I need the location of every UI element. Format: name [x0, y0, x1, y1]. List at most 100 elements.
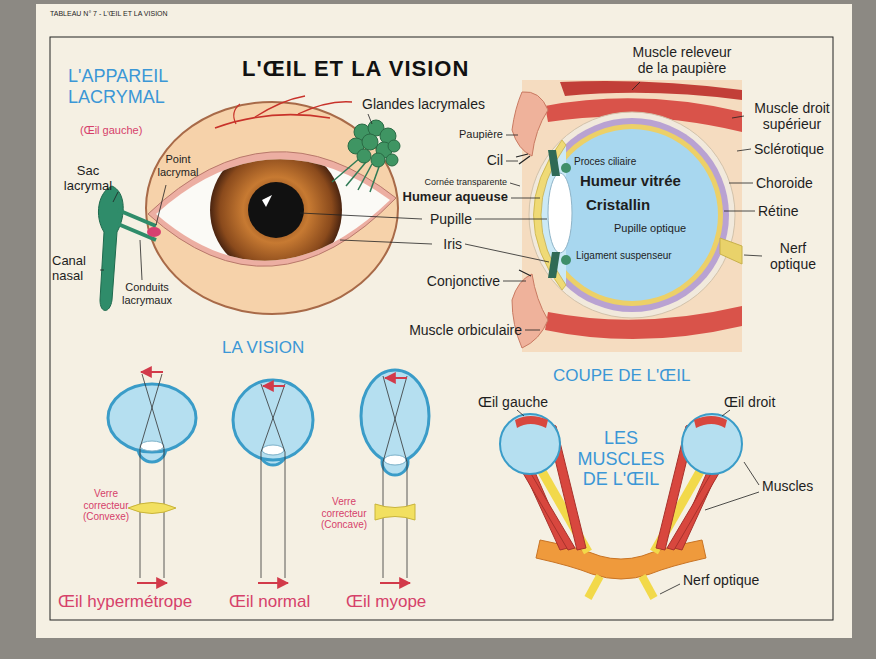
part-label: Œil normal: [229, 592, 310, 612]
eye-muscles-part: [654, 414, 742, 552]
eye-cross-section-part: [548, 252, 560, 278]
leader-lines-part: [660, 584, 680, 594]
hyperopic-eye-part: [137, 582, 167, 584]
part-label: Glandes lacrymales: [362, 96, 485, 112]
leader-lines-part: [517, 410, 524, 416]
part-label: Paupière: [459, 128, 503, 141]
part-label: Muscle releveur de la paupière: [628, 44, 736, 76]
lacrimal-apparatus-part: [298, 102, 352, 114]
part-label: Rétine: [758, 203, 798, 219]
normal-eye-part: [262, 445, 284, 455]
vision-diagrams: [108, 370, 429, 583]
eye-cross-section-part: [546, 129, 718, 301]
leader-lines: [100, 82, 762, 594]
lacrimal-apparatus-part: [348, 120, 400, 167]
leader-lines-part: [465, 244, 549, 262]
leader-lines-part: [525, 330, 540, 331]
eye-cross-section-part: [720, 238, 742, 264]
eye-cross-section-part-part: [516, 154, 528, 157]
lacrimal-apparatus-part-part: [248, 182, 304, 238]
normal-eye-part: [261, 384, 285, 578]
leader-lines-part: [340, 240, 432, 244]
eye-cross-section-part: [560, 81, 742, 100]
lacrimal-apparatus-part: [210, 144, 342, 276]
leader-lines-part: [368, 114, 372, 124]
hyperopic-eye-part: [108, 384, 196, 452]
part-label: LES MUSCLES DE L'ŒIL: [571, 428, 671, 490]
part-label: Muscle orbiculaire: [409, 322, 522, 338]
lacrimal-apparatus-part: [146, 102, 398, 314]
leader-lines-part: [506, 161, 518, 162]
eye-with-muscles-part-part: [520, 468, 575, 550]
leader-lines-part: [744, 255, 762, 256]
part-label: Cornée transparente: [424, 177, 507, 187]
eye-with-muscles-part: [515, 416, 548, 428]
part-label: Pupille optique: [614, 222, 686, 235]
part-label: Œil hypermétrope: [58, 592, 192, 612]
leader-lines-part: [503, 281, 526, 282]
part-label: Nerf optique: [683, 572, 759, 588]
lacrimal-apparatus-part-part: [388, 140, 400, 152]
eye-cross-section-part-part: [519, 156, 530, 164]
lacrimal-apparatus-part-part: [362, 134, 378, 150]
eye-cross-section-part: [548, 150, 560, 176]
poster-background-part: [36, 4, 852, 638]
normal-eye-part: [261, 384, 285, 578]
leader-lines-part: [156, 185, 166, 225]
leader-lines-part: [140, 240, 142, 280]
eye-cross-section-part: [529, 112, 735, 318]
part-label: Humeur aqueuse: [403, 190, 508, 205]
part-label: Proces ciliaire: [574, 156, 636, 168]
leader-lines-part: [737, 149, 751, 151]
normal-eye-part: [258, 582, 288, 584]
part-label: Pupille: [430, 211, 472, 227]
lacrimal-apparatus-part-part: [346, 162, 366, 186]
eye-muscles-part: [642, 576, 654, 598]
part-label: Œil droit: [724, 394, 775, 410]
leader-lines-part: [506, 135, 518, 136]
leader-lines-part: [113, 192, 118, 202]
leader-lines-part: [732, 116, 744, 118]
lacrimal-apparatus-part-part: [357, 149, 371, 163]
normal-eye: [233, 380, 313, 583]
eye-cross-section-part: [541, 124, 723, 306]
lacrimal-apparatus-part: [255, 96, 305, 117]
myopic-eye-part: [384, 455, 406, 465]
myopic-eye-part: [383, 376, 407, 578]
part-label: Cil: [487, 152, 503, 168]
eye-cross-section-part-part: [519, 270, 531, 276]
eye-muscles-part: [588, 576, 600, 598]
hyperopic-eye-part: [140, 441, 164, 451]
part-label: Œil myope: [346, 592, 426, 612]
part-label: Point lacrymal: [150, 153, 206, 178]
part-label: Cristallin: [586, 196, 650, 213]
lacrimal-apparatus-part-part: [332, 158, 360, 182]
lacrimal-apparatus-part: [118, 210, 156, 226]
part-label: Muscle droit supérieur: [746, 100, 838, 132]
part-label: (Œil gauche): [80, 124, 142, 137]
lacrimal-apparatus-part-part: [370, 164, 380, 192]
lacrimal-apparatus-part: [234, 104, 240, 124]
normal-eye-part: [233, 380, 313, 460]
part-label: LA VISION: [222, 338, 304, 358]
hyperopic-eye-part: [128, 503, 176, 514]
eye-cross-section-part: [561, 255, 571, 265]
normal-eye-part: [263, 385, 285, 387]
lacrimal-apparatus-part-part: [371, 153, 385, 167]
part-label: Choroide: [756, 175, 813, 191]
eye-cross-section: [512, 80, 742, 352]
eye-with-muscles: [500, 414, 588, 552]
eye-cross-section-part: [522, 80, 742, 352]
part-label: Canal nasal: [52, 254, 98, 284]
part-label: Conduits lacrymaux: [112, 281, 182, 306]
lacrimal-apparatus-part: [262, 195, 272, 207]
part-label: Sclérotique: [754, 141, 824, 157]
myopic-eye-part: [380, 582, 410, 584]
leader-lines-part: [300, 213, 422, 219]
part-label: COUPE DE L'ŒIL: [553, 366, 690, 386]
lacrimal-apparatus-part-part: [358, 164, 372, 190]
part-label: Verre correcteur (Convexe): [78, 488, 134, 523]
